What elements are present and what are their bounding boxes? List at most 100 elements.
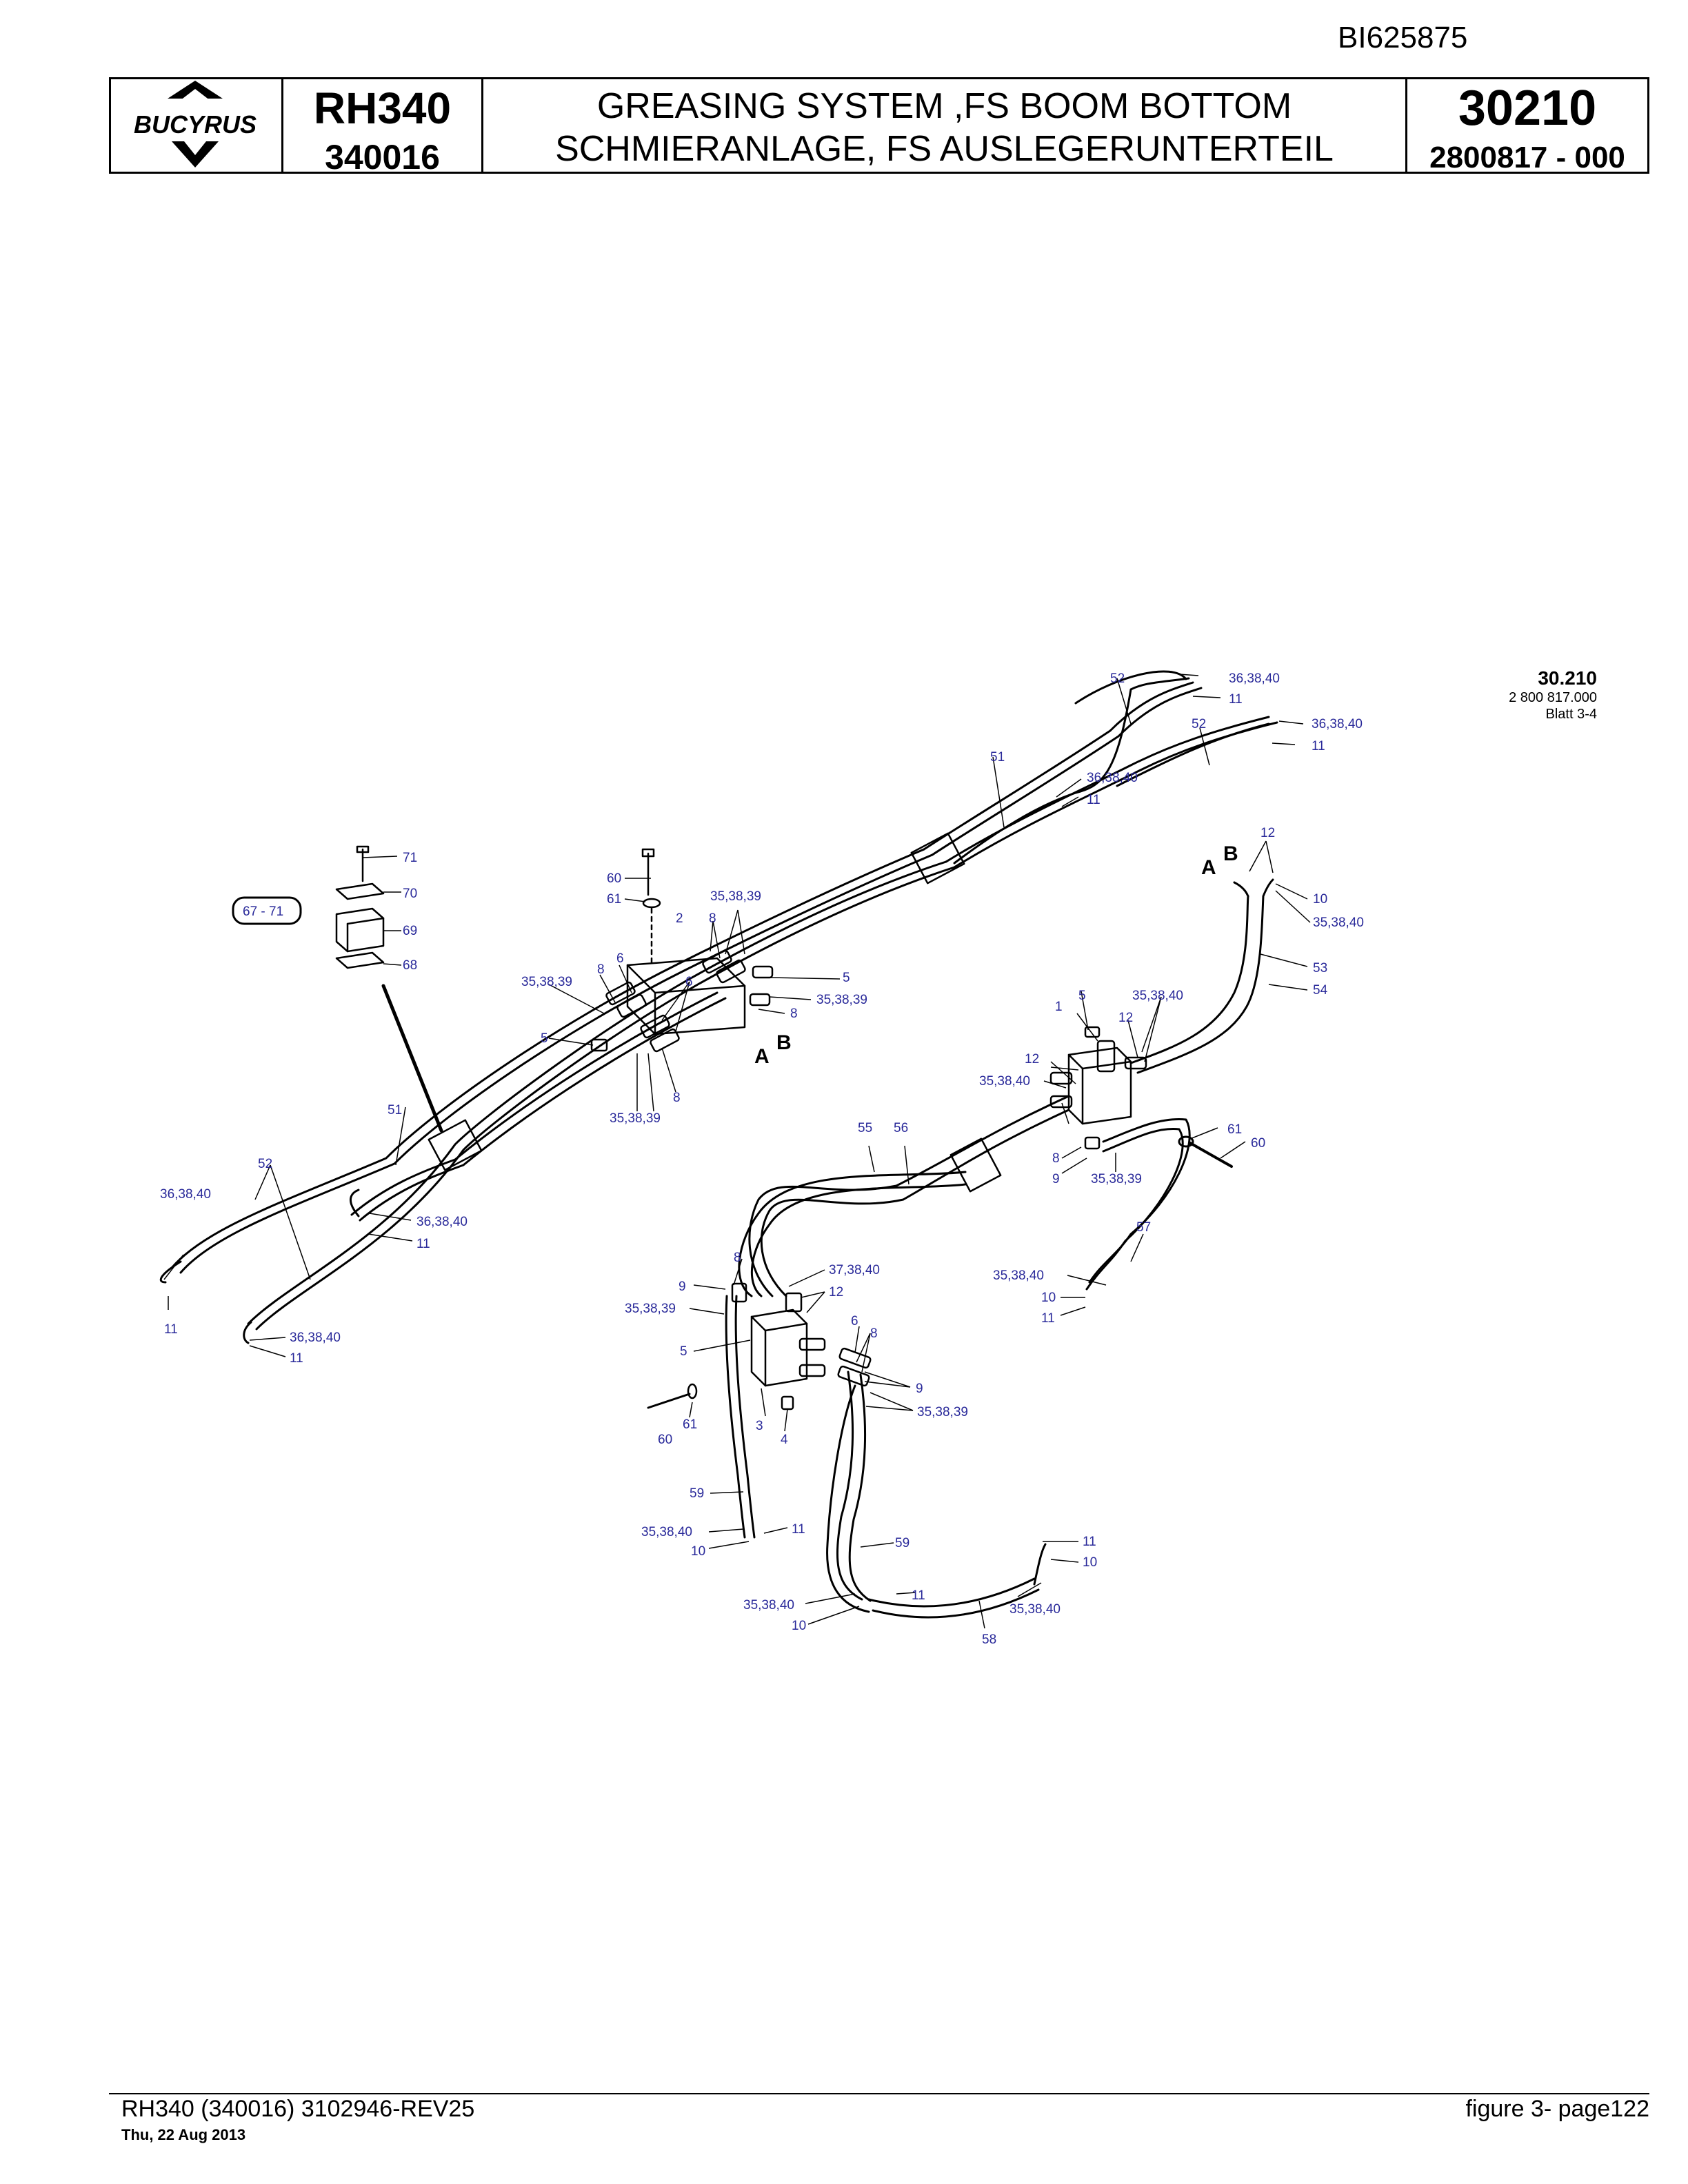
callout-37-38-40: 37,38,40 bbox=[829, 1263, 880, 1277]
reference-sheet: Blatt 3-4 bbox=[1545, 707, 1597, 722]
callout-60: 60 bbox=[607, 871, 621, 886]
callout-6: 6 bbox=[851, 1314, 858, 1328]
callout-10: 10 bbox=[1041, 1291, 1056, 1305]
callout-71: 71 bbox=[403, 851, 417, 865]
callout-58: 58 bbox=[982, 1632, 996, 1647]
title-english: GREASING SYSTEM ,FS BOOM BOTTOM bbox=[596, 86, 1292, 126]
callout-35-38-39: 35,38,39 bbox=[521, 975, 572, 989]
callout-36-38-40: 36,38,40 bbox=[416, 1215, 468, 1229]
callout-67-71: 67 - 71 bbox=[243, 904, 283, 919]
callout-9: 9 bbox=[916, 1382, 923, 1396]
callout-51: 51 bbox=[990, 750, 1005, 765]
callout-56: 56 bbox=[894, 1121, 908, 1135]
callout-36-38-40: 36,38,40 bbox=[160, 1187, 211, 1202]
callout-11: 11 bbox=[912, 1588, 925, 1603]
callout-9: 9 bbox=[679, 1280, 686, 1294]
callout-52: 52 bbox=[1110, 671, 1125, 686]
callout-11: 11 bbox=[1087, 793, 1101, 807]
bucyrus-logo: BUCYRUS bbox=[121, 81, 270, 168]
callout-36-38-40: 36,38,40 bbox=[1312, 717, 1363, 731]
model-number: 340016 bbox=[325, 138, 440, 176]
callout-35-38-40: 35,38,40 bbox=[1132, 989, 1183, 1003]
port-label-a: A bbox=[754, 1045, 770, 1068]
port-label-b: B bbox=[776, 1031, 792, 1054]
callout-70: 70 bbox=[403, 887, 417, 901]
part-number: 2800817 - 000 bbox=[1429, 141, 1625, 174]
callout-9: 9 bbox=[1052, 1172, 1060, 1186]
callout-10: 10 bbox=[1313, 892, 1327, 907]
callout-35-38-39: 35,38,39 bbox=[816, 993, 867, 1007]
footer-date: Thu, 22 Aug 2013 bbox=[121, 2126, 246, 2143]
title-block: BUCYRUS RH340 340016 GREASING SYSTEM ,FS… bbox=[109, 77, 1649, 174]
drawing-reference: 30.210 2 800 817.000 Blatt 3-4 bbox=[1509, 667, 1597, 722]
callout-61: 61 bbox=[683, 1417, 697, 1432]
callout-5: 5 bbox=[541, 1031, 548, 1046]
callout-35-38-40: 35,38,40 bbox=[641, 1525, 692, 1539]
callout-6: 6 bbox=[616, 951, 624, 966]
callout-35-38-40: 35,38,40 bbox=[979, 1074, 1030, 1089]
page-cell: 30210 2800817 - 000 bbox=[1407, 79, 1647, 174]
document-id: BI625875 bbox=[1338, 21, 1468, 54]
footer-page-ref: figure 3- page122 bbox=[1465, 2096, 1649, 2122]
callout-11: 11 bbox=[1083, 1535, 1096, 1549]
port-label-b: B bbox=[1223, 842, 1238, 865]
hose-clamp-upper bbox=[428, 832, 1002, 1193]
hose-middle bbox=[738, 1095, 1070, 1297]
logo-wordmark: BUCYRUS bbox=[134, 110, 257, 139]
callout-12: 12 bbox=[1118, 1011, 1133, 1025]
callout-5: 5 bbox=[843, 971, 850, 985]
callout-12: 12 bbox=[829, 1285, 843, 1300]
callout-61: 61 bbox=[1227, 1122, 1242, 1137]
reference-drawing-number: 2 800 817.000 bbox=[1509, 690, 1597, 705]
callout-10: 10 bbox=[691, 1544, 705, 1559]
callout-35-38-40: 35,38,40 bbox=[743, 1598, 794, 1612]
callout-54: 54 bbox=[1313, 983, 1328, 998]
callout-36-38-40: 36,38,40 bbox=[1229, 671, 1280, 686]
callout-35-38-39: 35,38,39 bbox=[1091, 1172, 1142, 1186]
hose-left-ends bbox=[159, 1189, 360, 1344]
callout-68: 68 bbox=[403, 958, 417, 973]
callout-11: 11 bbox=[416, 1237, 430, 1251]
callout-36-38-40: 36,38,40 bbox=[290, 1331, 341, 1345]
callout-52: 52 bbox=[1192, 717, 1206, 731]
callout-8: 8 bbox=[1052, 1151, 1060, 1166]
distributor-block-lower bbox=[647, 1282, 872, 1410]
reference-section: 30.210 bbox=[1538, 667, 1597, 689]
callout-2: 2 bbox=[676, 911, 683, 926]
callout-60: 60 bbox=[658, 1433, 672, 1447]
callout-60: 60 bbox=[1251, 1136, 1265, 1151]
callout-59: 59 bbox=[895, 1536, 910, 1550]
callout-8: 8 bbox=[709, 911, 716, 926]
callout-10: 10 bbox=[1083, 1555, 1097, 1570]
logo-cell: BUCYRUS bbox=[111, 79, 283, 172]
callout-11: 11 bbox=[1312, 739, 1325, 754]
title-german: SCHMIERANLAGE, FS AUSLEGERUNTERTEIL bbox=[555, 129, 1334, 170]
callout-61: 61 bbox=[607, 892, 621, 907]
callout-11: 11 bbox=[792, 1522, 805, 1537]
footer-document-ref: RH340 (340016) 3102946-REV25 bbox=[121, 2096, 475, 2122]
callout-59: 59 bbox=[690, 1486, 704, 1501]
callout-36-38-40: 36,38,40 bbox=[1087, 771, 1138, 785]
callout-12: 12 bbox=[1260, 826, 1275, 840]
callout-8: 8 bbox=[734, 1251, 741, 1265]
callout-11: 11 bbox=[1229, 692, 1243, 707]
hose-right-57 bbox=[1085, 1118, 1233, 1291]
callout-5: 5 bbox=[680, 1344, 687, 1359]
callout-35-38-39: 35,38,39 bbox=[625, 1302, 676, 1316]
callout-8: 8 bbox=[597, 962, 605, 977]
callout-35-38-39: 35,38,39 bbox=[610, 1111, 661, 1126]
callout-8: 8 bbox=[790, 1007, 798, 1021]
callout-12: 12 bbox=[1025, 1052, 1039, 1066]
hose-lower bbox=[725, 1295, 1047, 1619]
leader-lines bbox=[163, 674, 1311, 1629]
callout-35-38-40: 35,38,40 bbox=[1009, 1602, 1061, 1617]
hose-bundle-upper bbox=[171, 670, 1278, 1331]
page-number: 30210 bbox=[1458, 81, 1597, 136]
hose-right-ab bbox=[1129, 878, 1274, 1074]
callout-10: 10 bbox=[792, 1619, 806, 1633]
callout-11: 11 bbox=[290, 1351, 303, 1366]
title-cell: GREASING SYSTEM ,FS BOOM BOTTOM SCHMIERA… bbox=[483, 79, 1407, 172]
callout-8: 8 bbox=[870, 1326, 878, 1341]
callout-51: 51 bbox=[388, 1103, 402, 1118]
